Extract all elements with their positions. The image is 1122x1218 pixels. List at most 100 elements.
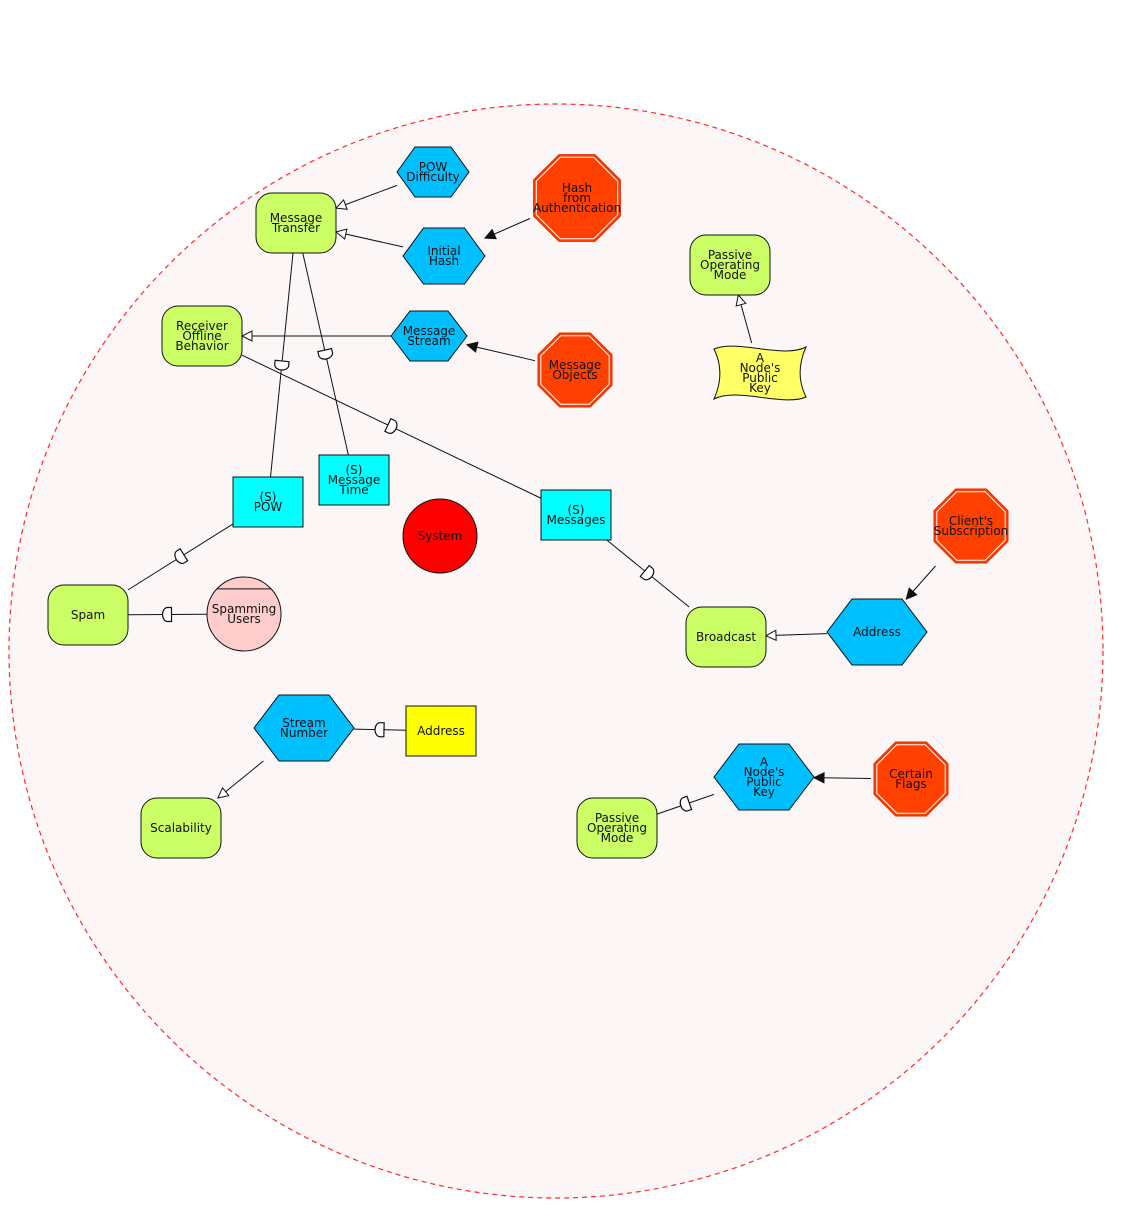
link-message_transfer-to-message_time[interactable] bbox=[302, 252, 349, 456]
goal-shape bbox=[689, 234, 771, 296]
link-line bbox=[335, 184, 398, 209]
softgoal-inner-outline bbox=[535, 156, 619, 240]
node-label-line: Users bbox=[227, 612, 261, 626]
node-scalability[interactable]: Scalability bbox=[140, 797, 222, 859]
node-messages[interactable]: (S)Messages bbox=[540, 489, 612, 541]
goal-shape bbox=[161, 305, 243, 367]
task-hexagon bbox=[402, 227, 486, 285]
link-messages-to-broadcast[interactable] bbox=[606, 539, 690, 608]
node-label-line: Hash bbox=[429, 254, 459, 268]
node-label-line: Receiver bbox=[176, 319, 228, 333]
link-node_key_task-to-passive_mode_bottom[interactable] bbox=[656, 793, 715, 815]
link-node_key_belief-to-passive_mode_top[interactable] bbox=[733, 293, 753, 344]
node-label-line: Node's bbox=[744, 765, 785, 779]
link-line bbox=[466, 344, 536, 362]
node-spam[interactable]: Spam bbox=[47, 584, 129, 646]
node-label-line: Node's bbox=[740, 361, 781, 375]
softgoal-octagon bbox=[873, 741, 949, 817]
actor-circle bbox=[402, 498, 478, 574]
node-label-line: (S) bbox=[346, 463, 363, 477]
node-label-line: Mode bbox=[601, 831, 634, 845]
node-label-line: POW bbox=[419, 160, 448, 174]
filled-arrowhead bbox=[812, 772, 825, 784]
link-spamming_users-to-spam[interactable] bbox=[127, 606, 208, 623]
link-address_resource-to-stream_number[interactable] bbox=[353, 722, 407, 738]
link-clients_subscription-to-address_task[interactable] bbox=[903, 565, 936, 602]
softgoal-inner-outline bbox=[876, 744, 946, 814]
link-message_stream-to-receiver_offline[interactable] bbox=[240, 330, 391, 342]
node-label-line: (S) bbox=[568, 503, 585, 517]
filled-arrowhead bbox=[905, 587, 918, 600]
goal-shape bbox=[576, 797, 658, 859]
dependency-d-marker bbox=[639, 564, 655, 581]
node-label-line: Spamming bbox=[212, 602, 277, 616]
system-boundary bbox=[8, 103, 1104, 1199]
node-label-line: Mode bbox=[714, 268, 747, 282]
goal-shape bbox=[47, 584, 129, 646]
hollow-arrowhead bbox=[334, 228, 348, 240]
node-pow[interactable]: (S)POW bbox=[232, 476, 304, 528]
node-label-line: Message bbox=[549, 358, 602, 372]
hollow-arrowhead bbox=[764, 629, 777, 642]
node-broadcast[interactable]: Broadcast bbox=[685, 606, 767, 668]
link-message_objects-to-message_stream[interactable] bbox=[465, 340, 536, 362]
node-label-line: Certain bbox=[889, 767, 933, 781]
link-initial_hash-to-message_transfer[interactable] bbox=[334, 227, 404, 248]
node-label-line: Initial bbox=[427, 244, 460, 258]
node-label-line: Transfer bbox=[271, 221, 320, 235]
nodes-layer: MessageTransferPOWDifficultyInitialHashH… bbox=[47, 146, 1009, 859]
link-address_task-to-broadcast[interactable] bbox=[764, 629, 828, 642]
node-address-resource[interactable]: Address bbox=[405, 705, 477, 757]
link-receiver_offline-to-messages[interactable] bbox=[241, 354, 542, 499]
node-label-line: Message bbox=[270, 211, 323, 225]
node-label-line: Passive bbox=[595, 811, 639, 825]
link-certain_flags-to-node_key_task[interactable] bbox=[812, 772, 872, 784]
node-label-line: Operating bbox=[587, 821, 647, 835]
node-address-task[interactable]: Address bbox=[826, 598, 928, 666]
task-hexagon bbox=[396, 146, 470, 198]
node-label-line: A bbox=[756, 351, 765, 365]
node-system[interactable]: System bbox=[402, 498, 478, 574]
softgoal-inner-outline bbox=[936, 491, 1006, 561]
node-label-line: Key bbox=[749, 381, 771, 395]
goal-shape bbox=[685, 606, 767, 668]
node-label-line: Number bbox=[280, 726, 328, 740]
node-label-line: Authentication bbox=[533, 201, 621, 215]
goal-shape bbox=[140, 797, 222, 859]
agent-circle bbox=[206, 576, 282, 652]
link-pow_difficulty-to-message_transfer[interactable] bbox=[334, 184, 398, 212]
hollow-arrowhead bbox=[334, 198, 348, 210]
link-hash_auth-to-initial_hash[interactable] bbox=[483, 218, 531, 242]
dependency-d-marker bbox=[274, 359, 290, 371]
node-label-line: Scalability bbox=[150, 821, 212, 835]
link-message_transfer-to-pow[interactable] bbox=[270, 252, 294, 478]
filled-arrowhead bbox=[483, 228, 497, 240]
link-pow-to-spam[interactable] bbox=[127, 523, 234, 591]
node-label-line: Difficulty bbox=[406, 170, 460, 184]
link-stream_number-to-scalability[interactable] bbox=[215, 760, 264, 802]
node-label-line: Flags bbox=[895, 777, 926, 791]
resource-rect bbox=[405, 705, 477, 757]
node-label-line: from bbox=[563, 191, 591, 205]
node-label-line: Passive bbox=[708, 248, 752, 262]
node-label-line: Hash bbox=[562, 181, 592, 195]
dependency-d-marker bbox=[679, 795, 693, 812]
dependency-d-marker bbox=[174, 548, 189, 564]
